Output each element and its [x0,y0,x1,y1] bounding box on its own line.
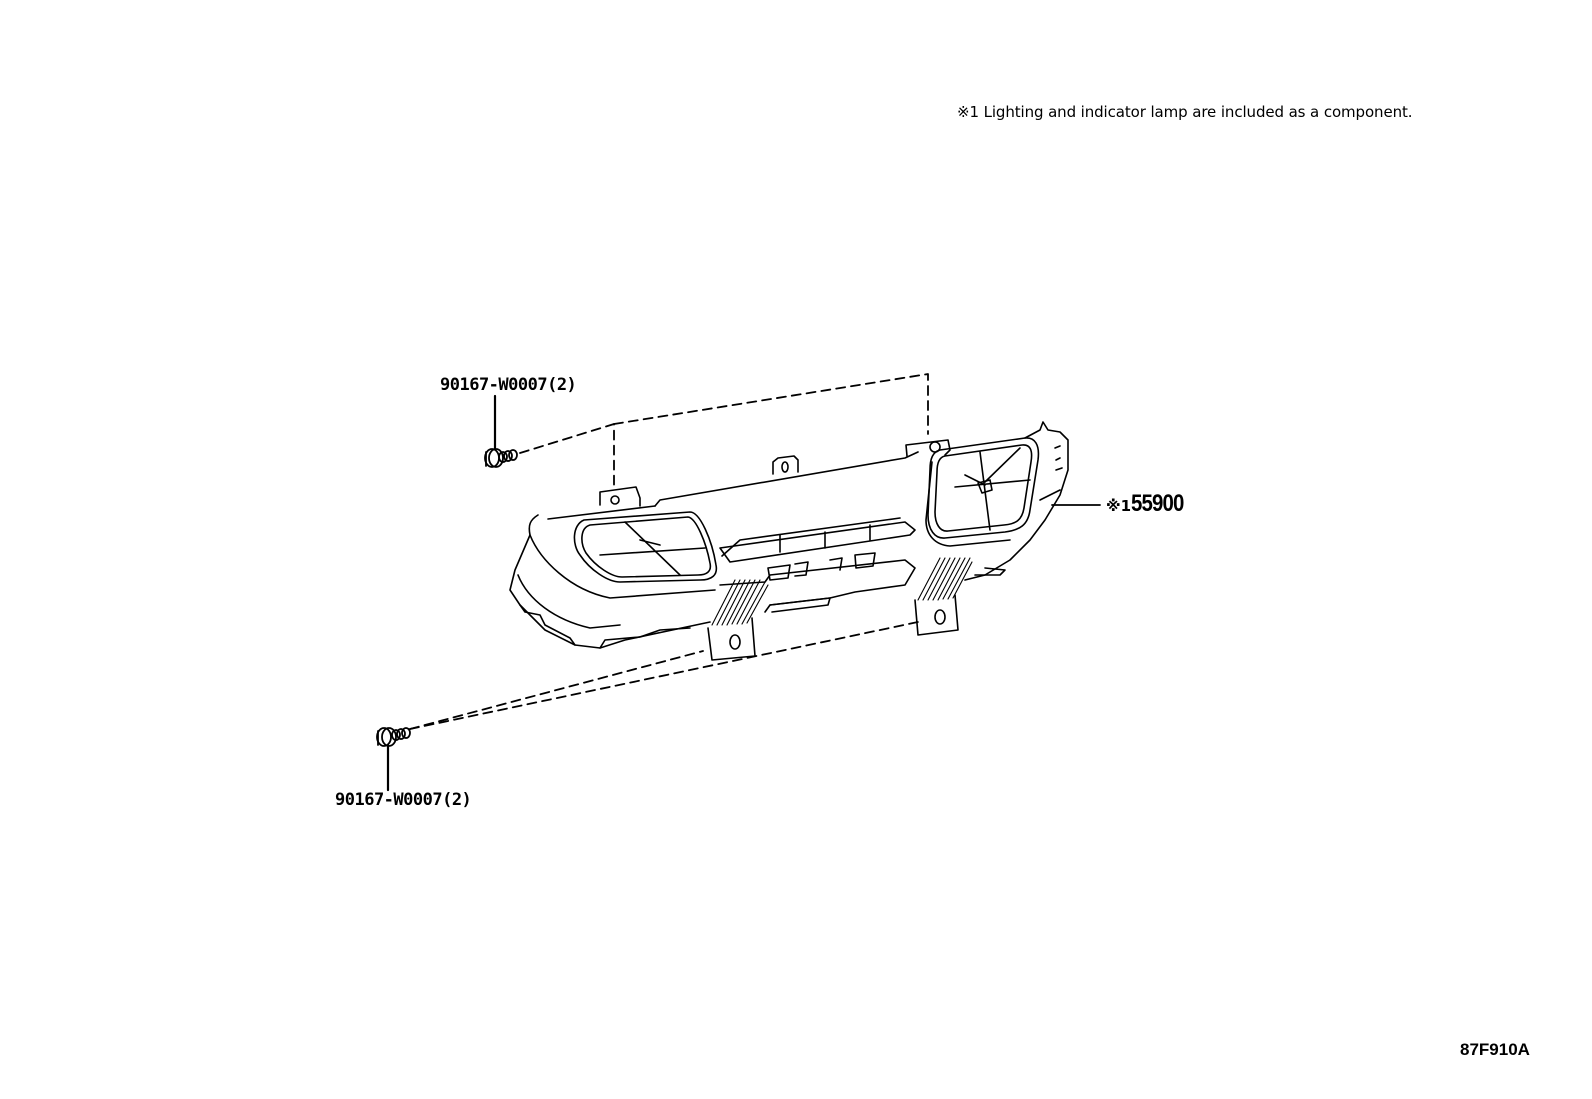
assembly-dashed-lines [409,373,929,730]
leader-lines [386,394,1101,792]
callout-screw-upper[interactable]: 90167-W0007(2) [440,375,577,395]
callout-screw-lower[interactable]: 90167-W0007(2) [335,790,472,810]
screw-lower-icon[interactable] [376,727,411,747]
screw-upper-icon[interactable] [484,448,518,468]
control-panel-unit[interactable] [509,421,1069,661]
callout-main-unit[interactable]: ※155900 [1106,490,1193,518]
part-number-55900: 55900 [1131,490,1184,517]
footnote-lighting-indicator: ※1 Lighting and indicator lamp are inclu… [957,103,1413,121]
footnote-marker: ※1 [1106,497,1132,515]
illustration-id: 87F910A [1460,1040,1530,1059]
